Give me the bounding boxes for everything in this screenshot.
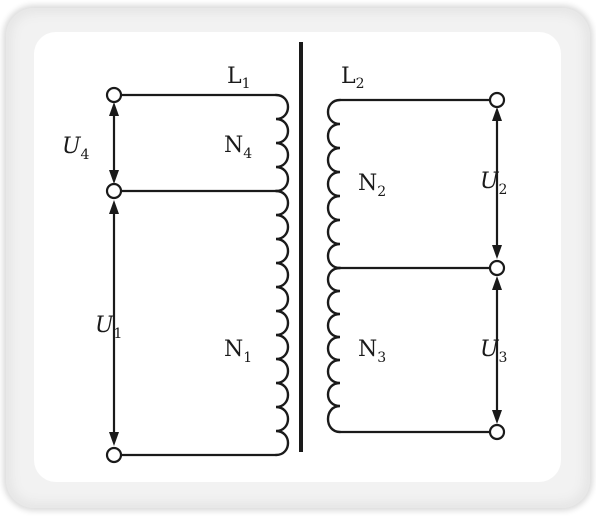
coil-n3 bbox=[326, 266, 342, 434]
label-l2: L2 bbox=[341, 64, 365, 92]
label-n1: N1 bbox=[224, 337, 252, 366]
label-u1: U1 bbox=[95, 313, 122, 342]
voltage-arrow-u2 bbox=[492, 107, 502, 259]
voltage-arrow-u4 bbox=[109, 102, 119, 184]
coil-n1 bbox=[274, 189, 290, 457]
terminal-left-top bbox=[105, 86, 123, 104]
terminal-right-bottom bbox=[488, 423, 506, 441]
label-u2: U2 bbox=[480, 169, 507, 198]
label-n4: N4 bbox=[224, 133, 252, 162]
label-u3: U3 bbox=[480, 337, 507, 366]
diagram-panel bbox=[34, 32, 561, 482]
voltage-arrow-u1 bbox=[109, 200, 119, 446]
terminal-right-top bbox=[488, 91, 506, 109]
label-u4: U4 bbox=[62, 134, 90, 163]
coil-n2 bbox=[326, 98, 342, 270]
terminal-left-bottom bbox=[105, 446, 123, 464]
voltage-arrow-u3 bbox=[492, 276, 502, 424]
label-n2: N2 bbox=[358, 171, 386, 200]
terminal-right-tap bbox=[488, 259, 506, 277]
label-n3: N3 bbox=[358, 337, 386, 366]
coil-n4 bbox=[274, 93, 290, 193]
terminal-left-tap bbox=[105, 182, 123, 200]
label-l1: L1 bbox=[227, 64, 251, 92]
